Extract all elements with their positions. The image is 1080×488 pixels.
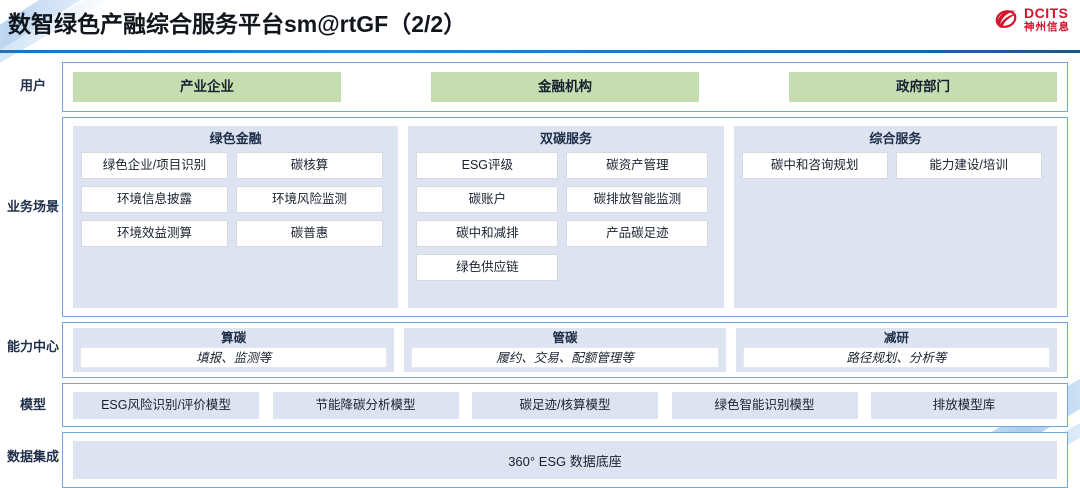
row-user: 产业企业 金融机构 政府部门 <box>62 62 1068 112</box>
capability-subtitle[interactable]: 路径规划、分析等 <box>742 346 1050 368</box>
model-chip-emission-library[interactable]: 排放模型库 <box>871 391 1057 419</box>
scenario-item[interactable]: 碳中和减排 <box>416 220 559 248</box>
user-chip-industry[interactable]: 产业企业 <box>73 72 341 102</box>
dcits-swoosh-icon <box>994 8 1020 30</box>
scenario-group-comprehensive: 综合服务 碳中和咨询规划 能力建设/培训 <box>733 126 1057 308</box>
scenario-item[interactable]: 绿色企业/项目识别 <box>81 152 228 180</box>
header-divider <box>0 50 1080 53</box>
row-label-user: 用户 <box>19 78 46 93</box>
scenario-group-green-finance: 绿色金融 绿色企业/项目识别 碳核算 环境信息披露 环境风险监测 环境效益测算 … <box>73 126 399 308</box>
scenario-item[interactable]: 碳资产管理 <box>566 152 709 180</box>
scenario-group-title: 综合服务 <box>869 131 922 146</box>
row-label-model: 模型 <box>19 397 46 412</box>
architecture-board: 用户 产业企业 金融机构 政府部门 业务场景 绿色金融 绿色企业/项目识别 碳核… <box>0 56 1080 488</box>
user-chip-government[interactable]: 政府部门 <box>789 72 1057 102</box>
capability-title: 减研 <box>883 331 909 345</box>
scenario-item[interactable]: 环境效益测算 <box>81 220 228 248</box>
scenario-item[interactable]: 碳排放智能监测 <box>566 186 709 214</box>
row-model: ESG风险识别/评价模型 节能降碳分析模型 碳足迹/核算模型 绿色智能识别模型 … <box>62 383 1068 427</box>
row-business-scenario: 绿色金融 绿色企业/项目识别 碳核算 环境信息披露 环境风险监测 环境效益测算 … <box>62 117 1068 317</box>
model-chip-green-recognition[interactable]: 绿色智能识别模型 <box>671 391 858 419</box>
scenario-item[interactable]: 能力建设/培训 <box>895 152 1042 180</box>
row-label-scenario: 业务场景 <box>6 199 59 214</box>
row-data-integration: 360° ESG 数据底座 <box>62 432 1068 488</box>
data-foundation-bar[interactable]: 360° ESG 数据底座 <box>73 441 1057 479</box>
model-chip-carbon-footprint[interactable]: 碳足迹/核算模型 <box>472 391 658 419</box>
capability-group-reduction-research: 减研 路径规划、分析等 <box>735 328 1057 372</box>
scenario-item[interactable]: 环境风险监测 <box>236 186 383 214</box>
user-chip-financial[interactable]: 金融机构 <box>431 72 699 102</box>
capability-title: 算碳 <box>221 331 247 345</box>
row-capability-center: 算碳 填报、监测等 管碳 履约、交易、配额管理等 减研 路径规划、分析等 <box>62 322 1068 378</box>
capability-subtitle[interactable]: 履约、交易、配额管理等 <box>411 346 719 368</box>
capability-title: 管碳 <box>552 331 578 345</box>
row-label-data-integration: 数据集成 <box>6 449 59 464</box>
scenario-item[interactable]: 产品碳足迹 <box>566 220 709 248</box>
scenario-item[interactable]: 碳中和咨询规划 <box>741 152 888 180</box>
scenario-item[interactable]: 环境信息披露 <box>81 186 228 214</box>
scenario-item[interactable]: 碳核算 <box>236 152 383 180</box>
page-title: 数智绿色产融综合服务平台sm@rtGF（2/2） <box>8 11 467 37</box>
scenario-group-title: 双碳服务 <box>539 131 592 146</box>
scenario-group-title: 绿色金融 <box>209 131 262 146</box>
capability-subtitle[interactable]: 填报、监测等 <box>80 346 388 368</box>
logo-text-en: DCITS <box>1024 5 1069 21</box>
model-chip-energy-saving[interactable]: 节能降碳分析模型 <box>272 391 459 419</box>
brand-logo: DCITS 神州信息 <box>994 6 1070 33</box>
scenario-group-dual-carbon: 双碳服务 ESG评级 碳资产管理 碳账户 碳排放智能监测 碳中和减排 产品碳足迹… <box>408 126 724 308</box>
capability-group-carbon-accounting: 算碳 填报、监测等 <box>73 328 395 372</box>
capability-group-carbon-management: 管碳 履约、交易、配额管理等 <box>404 328 726 372</box>
model-chip-esg-risk[interactable]: ESG风险识别/评价模型 <box>73 391 259 419</box>
scenario-item[interactable]: 碳普惠 <box>236 220 383 248</box>
logo-text-cn: 神州信息 <box>1024 21 1070 33</box>
scenario-item[interactable]: 绿色供应链 <box>416 254 559 282</box>
scenario-item[interactable]: ESG评级 <box>416 152 559 180</box>
page-header: 数智绿色产融综合服务平台sm@rtGF（2/2） DCITS 神州信息 <box>0 0 1080 52</box>
row-label-capability: 能力中心 <box>6 339 59 354</box>
scenario-item[interactable]: 碳账户 <box>416 186 559 214</box>
